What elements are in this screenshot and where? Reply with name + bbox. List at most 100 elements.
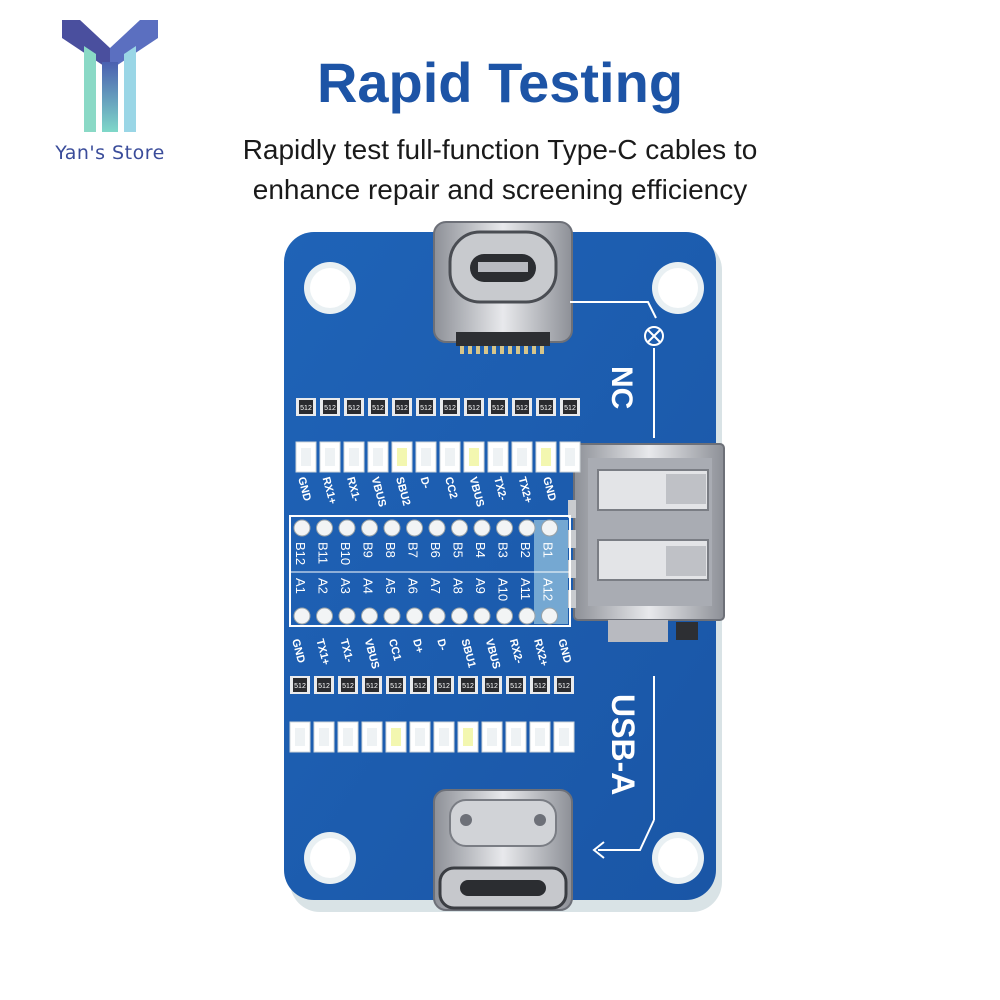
- bottom-resistor-code-6: 512: [438, 683, 450, 690]
- b-pin-label-5: B7: [406, 542, 421, 558]
- pcb-components: 512 512 512 512 512 512 512 512 512 512 512 512 512 5…: [289, 398, 581, 753]
- b-pin-label-4: B8: [383, 542, 398, 558]
- usb-c-top-connector: [433, 221, 573, 354]
- top-led-lens-7: [469, 448, 479, 466]
- pin-hole-bottom-0: [293, 607, 311, 625]
- b-pin-label-2: B10: [338, 542, 353, 565]
- top-led-lens-0: [301, 448, 311, 466]
- bottom-resistor-code-1: 512: [318, 683, 330, 690]
- top-resistor-body-10: [539, 400, 553, 414]
- subtitle-line-2: enhance repair and screening efficiency: [252, 174, 748, 205]
- pin-hole-bottom-9: [496, 607, 513, 625]
- b-pin-label-1: B11: [316, 542, 331, 564]
- a-pin-label-3: A4: [361, 578, 376, 594]
- bottom-resistor-code-11: 512: [558, 683, 570, 690]
- pin-hole-bottom-6: [428, 607, 446, 625]
- bottom-led-lens-11: [559, 728, 569, 746]
- bottom-resistor-code-9: 512: [510, 683, 522, 690]
- bottom-led-lens-0: [295, 728, 305, 746]
- bottom-resistor-code-3: 512: [366, 683, 378, 690]
- bottom-led-lens-8: [487, 728, 497, 746]
- pin-hole-bottom-10: [518, 607, 536, 625]
- bottom-resistor-body-5: [413, 678, 427, 692]
- a-pin-label-7: A8: [451, 578, 466, 594]
- top-resistor-body-8: [491, 400, 505, 414]
- bottom-resistor-body-8: [485, 678, 499, 692]
- bottom-led-lens-5: [415, 728, 425, 746]
- b-pin-label-11: B1: [541, 542, 556, 558]
- a-pin-label-11: A12: [541, 578, 556, 601]
- top-resistor-code-11: 512: [564, 405, 576, 412]
- pin-hole-top-5: [406, 519, 423, 537]
- bottom-resistor-code-5: 512: [414, 683, 426, 690]
- top-led-lens-1: [325, 448, 335, 466]
- top-resistor-code-6: 512: [444, 405, 456, 412]
- pin-hole-bottom-7: [451, 607, 468, 625]
- b-pin-label-10: B2: [518, 542, 533, 558]
- b-pin-label-8: B4: [473, 542, 488, 558]
- top-led-lens-11: [565, 448, 575, 466]
- bottom-resistor-body-2: [341, 678, 355, 692]
- top-resistor-body-11: [563, 400, 577, 414]
- bottom-resistor-body-3: [365, 678, 379, 692]
- a-pin-label-10: A11: [518, 578, 533, 600]
- store-name: Yan's Store: [55, 142, 165, 164]
- top-led-lens-4: [397, 448, 407, 466]
- top-resistor-body-9: [515, 400, 529, 414]
- pin-hole-top-10: [518, 519, 536, 537]
- top-resistor-code-3: 512: [372, 405, 384, 412]
- a-pin-label-6: A7: [428, 578, 443, 594]
- top-resistor-body-2: [347, 400, 361, 414]
- a-pin-label-2: A3: [338, 578, 353, 594]
- b-pin-label-7: B5: [451, 542, 466, 558]
- top-resistor-code-1: 512: [324, 405, 336, 412]
- nc-marking: NC: [570, 301, 664, 438]
- pin-hole-top-0: [293, 519, 311, 537]
- bottom-resistor-code-2: 512: [342, 683, 354, 690]
- top-resistor-code-2: 512: [348, 405, 360, 412]
- a-pin-label-8: A9: [473, 578, 488, 594]
- bottom-led-lens-4: [391, 728, 401, 746]
- bottom-resistor-code-4: 512: [390, 683, 402, 690]
- bottom-led-lens-3: [367, 728, 377, 746]
- bottom-resistor-code-7: 512: [462, 683, 474, 690]
- mounting-holes: [304, 262, 704, 884]
- top-led-lens-2: [349, 448, 359, 466]
- top-resistor-body-7: [467, 400, 481, 414]
- bottom-led-lens-7: [463, 728, 473, 746]
- bottom-led-lens-2: [343, 728, 353, 746]
- top-resistor-body-3: [371, 400, 385, 414]
- top-signal-label-5: D-: [418, 476, 433, 491]
- top-resistor-code-10: 512: [540, 405, 552, 412]
- bottom-signal-label-6: D-: [434, 638, 449, 653]
- top-resistor-code-0: 512: [300, 405, 312, 412]
- top-resistor-body-4: [395, 400, 409, 414]
- top-resistor-code-7: 512: [468, 405, 480, 412]
- pin-hole-top-11: [541, 519, 558, 537]
- top-resistor-body-5: [419, 400, 433, 414]
- subtitle-line-1: Rapidly test full-function Type-C cables…: [242, 134, 758, 165]
- top-led-lens-8: [493, 448, 503, 466]
- pin-hole-bottom-11: [541, 607, 558, 625]
- top-resistor-body-1: [323, 400, 337, 414]
- bottom-resistor-body-0: [293, 678, 307, 692]
- bottom-resistor-code-0: 512: [294, 683, 306, 690]
- top-resistor-body-6: [443, 400, 457, 414]
- page-title: Rapid Testing: [316, 51, 684, 114]
- top-resistor-body-0: [299, 400, 313, 414]
- pin-hole-top-3: [361, 519, 378, 537]
- bottom-resistor-body-4: [389, 678, 403, 692]
- usba-label: USB-A: [605, 694, 641, 795]
- pin-hole-top-6: [428, 519, 446, 537]
- bottom-resistor-code-8: 512: [486, 683, 498, 690]
- pin-hole-top-2: [338, 519, 356, 537]
- b-pin-label-9: B3: [496, 542, 511, 558]
- usb-c-bottom-connector: [433, 789, 573, 911]
- top-signal-label-6: CC2: [442, 476, 459, 500]
- top-led-lens-10: [541, 448, 551, 466]
- b-pin-label-6: B6: [428, 542, 443, 558]
- bottom-resistor-body-1: [317, 678, 331, 692]
- pin-hole-top-8: [473, 519, 491, 537]
- usba-marking: USB-A: [592, 676, 655, 859]
